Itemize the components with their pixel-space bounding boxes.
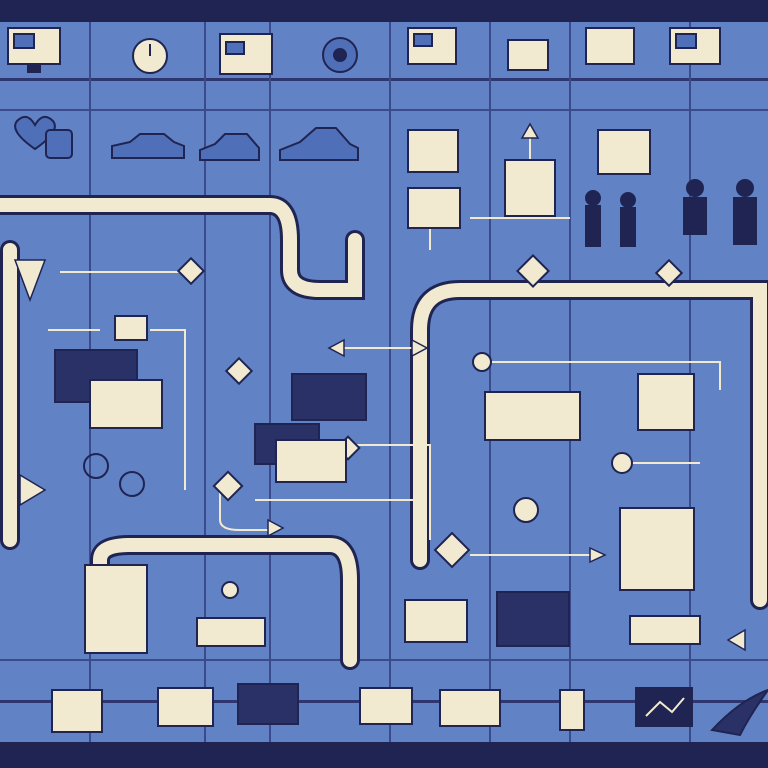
truck-icon xyxy=(404,599,468,643)
monitor-icon xyxy=(359,687,413,725)
document-icon xyxy=(84,564,148,654)
clipboard-icon xyxy=(407,129,459,173)
message-card xyxy=(291,373,367,421)
lower-row xyxy=(84,564,701,654)
arrow-up-icon xyxy=(520,122,540,139)
record-button-icon xyxy=(322,37,358,73)
middle-cards xyxy=(54,315,695,591)
pipes-fill xyxy=(0,198,767,667)
document-icon xyxy=(51,689,103,733)
monitor-icon xyxy=(7,27,61,73)
top-bar xyxy=(0,0,768,22)
info-icon xyxy=(472,352,492,372)
settings-card xyxy=(89,379,163,429)
gear-icon xyxy=(119,471,145,497)
checklist-icon xyxy=(619,507,695,591)
document-icon xyxy=(407,187,461,229)
gear-icon xyxy=(513,497,539,523)
arrow-down-icon xyxy=(13,259,47,303)
keyboard-icon xyxy=(629,615,701,645)
car-icon xyxy=(111,133,185,159)
gear-icon xyxy=(83,453,109,479)
stopwatch-icon xyxy=(132,38,168,74)
laptop-icon xyxy=(439,689,501,727)
keyboard-icon xyxy=(196,617,266,647)
target-icon xyxy=(611,452,633,474)
location-pin-icon xyxy=(221,581,239,599)
note-card xyxy=(114,315,148,341)
car-icon xyxy=(199,133,260,161)
bottom-row xyxy=(51,683,768,737)
connectors xyxy=(48,130,721,556)
top-shelf xyxy=(0,78,768,81)
arrow-left-icon xyxy=(327,338,345,358)
monitor-icon xyxy=(669,27,721,65)
phone-icon xyxy=(559,689,585,731)
checkbox-card xyxy=(275,439,347,483)
monitor-chart-icon xyxy=(635,687,693,727)
heart-icon xyxy=(14,115,56,151)
bottom-bar xyxy=(0,742,768,768)
car-icon xyxy=(279,127,359,161)
monitor-icon xyxy=(407,27,457,65)
clipboard-icon xyxy=(637,373,695,431)
envelope-panel xyxy=(484,391,581,441)
lock-icon xyxy=(45,129,73,159)
bird-logo-icon xyxy=(710,688,768,737)
browser-window-icon xyxy=(219,33,273,75)
monitor-icon xyxy=(585,27,635,65)
printer-icon xyxy=(496,591,570,647)
process-card xyxy=(504,159,556,217)
monitor-icon xyxy=(237,683,299,725)
top-row xyxy=(7,27,721,75)
arrow-right-icon xyxy=(267,518,285,538)
arrow-right-icon xyxy=(411,338,429,358)
monitor-icon xyxy=(157,687,214,727)
photo-frame-icon xyxy=(507,39,549,71)
arrow-left-icon xyxy=(726,628,746,652)
people-meeting-icon xyxy=(683,179,757,245)
second-row xyxy=(14,115,757,247)
arrow-right-icon xyxy=(589,546,607,564)
browser-window-icon xyxy=(597,129,651,175)
arrowheads xyxy=(13,122,746,652)
arrow-right-icon xyxy=(19,473,47,507)
people-handshake-icon xyxy=(585,190,636,247)
